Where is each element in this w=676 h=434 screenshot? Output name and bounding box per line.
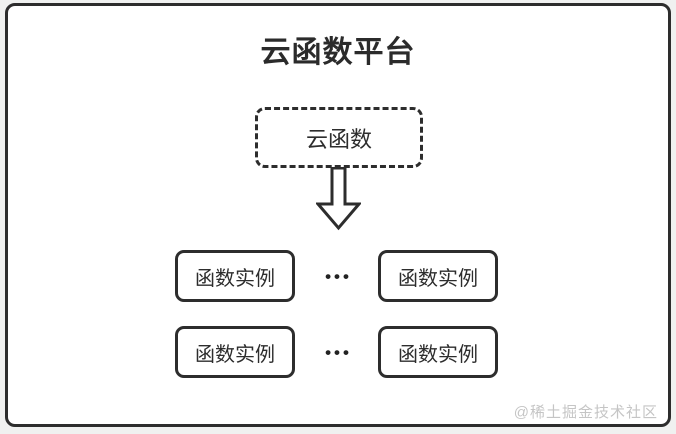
function-instance-node: 函数实例 bbox=[378, 250, 498, 302]
function-instance-label: 函数实例 bbox=[398, 267, 478, 290]
function-instance-node: 函数实例 bbox=[175, 250, 295, 302]
function-instance-node: 函数实例 bbox=[378, 326, 498, 378]
diagram-title: 云函数平台 bbox=[260, 36, 416, 69]
watermark: @稀土掘金技术社区 bbox=[513, 404, 658, 421]
cloud-function-node: 云函数 bbox=[255, 107, 423, 168]
function-instance-label: 函数实例 bbox=[398, 343, 478, 366]
function-instance-label: 函数实例 bbox=[195, 267, 275, 290]
cloud-function-node-label: 云函数 bbox=[305, 126, 372, 152]
down-arrow-icon bbox=[314, 166, 363, 231]
function-instance-node: 函数实例 bbox=[175, 326, 295, 378]
ellipsis-dots: ••• bbox=[325, 343, 352, 362]
function-instance-label: 函数实例 bbox=[195, 343, 275, 366]
ellipsis-dots: ••• bbox=[325, 267, 352, 286]
